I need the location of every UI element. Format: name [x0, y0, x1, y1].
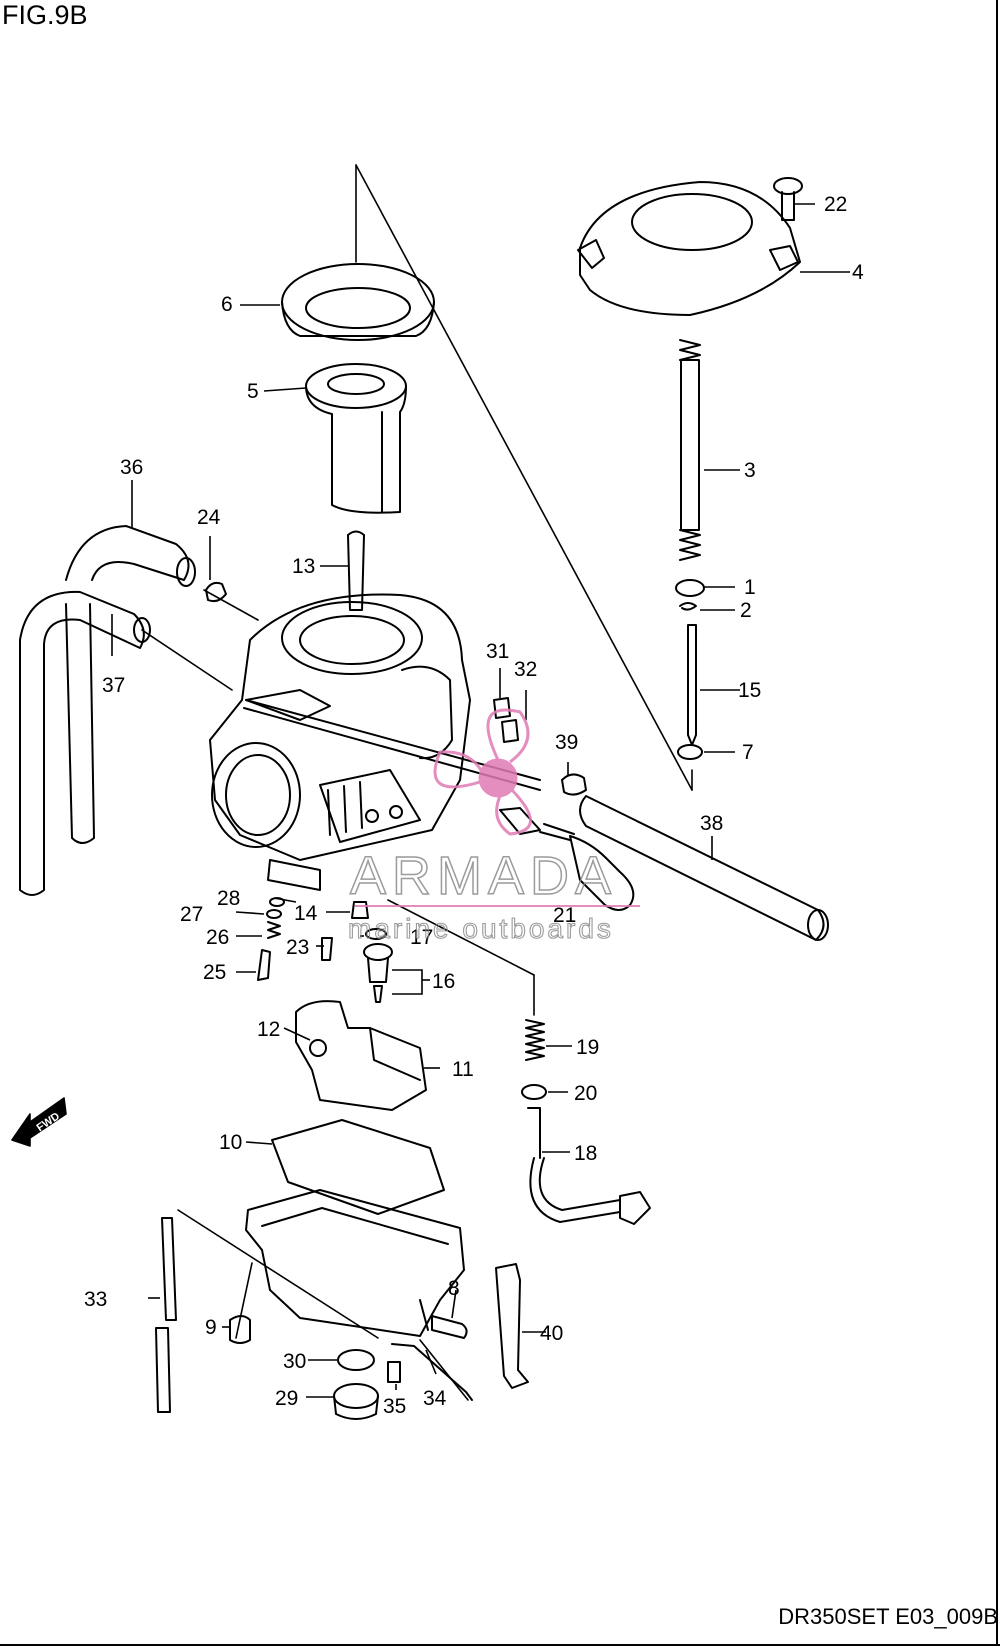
part-11-float: [295, 1000, 427, 1111]
callout-40: 40: [540, 1322, 563, 1345]
part-7-washer: [677, 744, 703, 760]
callout-24: 24: [197, 506, 221, 529]
part-35-screw: [387, 1361, 401, 1383]
part-36-bent-tube: [65, 525, 196, 844]
watermark-brand: ARMADA: [350, 846, 617, 906]
part-23-jet: [321, 937, 333, 961]
callout-3: 3: [744, 459, 756, 482]
callout-33: 33: [84, 1288, 107, 1311]
callout-6: 6: [221, 293, 233, 316]
part-14-jet: [351, 901, 369, 919]
callout-39: 39: [555, 731, 578, 754]
propeller-logo-icon: [433, 708, 532, 836]
callout-4: 4: [852, 261, 864, 284]
callout-8: 8: [448, 1277, 460, 1300]
part-6-funnel-boot: [281, 263, 435, 341]
part-25-pilot-screw: [257, 949, 271, 981]
part-31-plug: [493, 697, 511, 719]
callout-36: 36: [120, 456, 143, 479]
part-18-starter-cable: [527, 1107, 651, 1225]
callout-21: 21: [553, 904, 576, 927]
part-1-retainer: [675, 579, 705, 597]
assembly-guide-lines: [141, 164, 693, 1401]
callout-23: 23: [286, 936, 309, 959]
callout-38: 38: [700, 812, 723, 835]
callout-17: 17: [410, 926, 433, 949]
callout-18: 18: [574, 1142, 597, 1165]
part-12-float-pin: [309, 1039, 327, 1057]
drawing-code: DR350SET E03_009B: [778, 1604, 998, 1629]
callout-35: 35: [383, 1395, 406, 1418]
callout-12: 12: [257, 1018, 280, 1041]
part-38-vent-tube: [579, 795, 829, 941]
bottom-border: [0, 1644, 1000, 1646]
part-2-clip: [679, 602, 697, 611]
part-33-tube: [155, 1217, 177, 1413]
callout-7: 7: [742, 741, 754, 764]
callout-2: 2: [740, 599, 752, 622]
callout-30: 30: [283, 1350, 306, 1373]
callout-27: 27: [180, 903, 203, 926]
callout-25: 25: [203, 961, 226, 984]
callout-26: 26: [206, 926, 229, 949]
callout-20: 20: [574, 1082, 597, 1105]
watermark-tagline: marine outboards: [348, 913, 614, 944]
callout-5: 5: [247, 380, 259, 403]
part-19-spring: [525, 1019, 545, 1061]
callout-1: 1: [744, 576, 756, 599]
figure-title: FIG.9B: [2, 0, 88, 30]
part-9-bolt: [229, 1315, 251, 1344]
callout-29: 29: [275, 1387, 298, 1410]
float-bowl: [245, 1189, 465, 1337]
callout-31: 31: [486, 640, 509, 663]
part-30-o-ring: [337, 1349, 375, 1371]
callout-19: 19: [576, 1036, 599, 1059]
callout-37: 37: [102, 674, 125, 697]
part-17-o-ring: [365, 928, 387, 940]
callout-32: 32: [514, 658, 537, 681]
watermark: ARMADA marine outboards: [347, 708, 640, 945]
callout-11: 11: [452, 1058, 474, 1081]
callout-14: 14: [294, 902, 318, 925]
part-13-pin: [347, 530, 365, 611]
callout-13: 13: [292, 555, 315, 578]
part-32-jet: [501, 719, 519, 743]
part-21-idle-adjuster: [499, 807, 635, 911]
part-16-needle-valve: [363, 943, 393, 1003]
part-24-clip: [205, 581, 227, 603]
callout-9: 9: [205, 1316, 217, 1339]
part-39-clamp: [561, 773, 587, 796]
part-15-jet-needle: [687, 624, 697, 746]
part-4-top-cap: [577, 181, 801, 316]
callout-22: 22: [824, 193, 847, 216]
part-10-gasket: [271, 1119, 445, 1215]
part-37-bent-tube: [19, 590, 151, 896]
part-26-spring: [267, 921, 281, 939]
callout-15: 15: [738, 679, 761, 702]
part-34-rod: [391, 1343, 473, 1401]
callout-28: 28: [217, 887, 240, 910]
forward-arrow-icon: [11, 1097, 67, 1147]
part-22-cap-screw: [773, 177, 803, 221]
part-40-bracket: [495, 1263, 529, 1389]
part-8-screw: [431, 1315, 468, 1339]
right-border: [996, 0, 998, 1644]
carburetor-body: [209, 593, 471, 891]
part-5-vacuum-piston: [305, 363, 407, 514]
part-3-spring: [679, 339, 701, 561]
part-20-washer: [521, 1084, 547, 1100]
callout-34: 34: [423, 1387, 447, 1410]
callout-16: 16: [432, 970, 455, 993]
leader-lines: [111, 203, 850, 1398]
part-27-washer: [266, 909, 282, 919]
part-29-drain-plug: [333, 1383, 379, 1420]
callout-10: 10: [219, 1131, 242, 1154]
